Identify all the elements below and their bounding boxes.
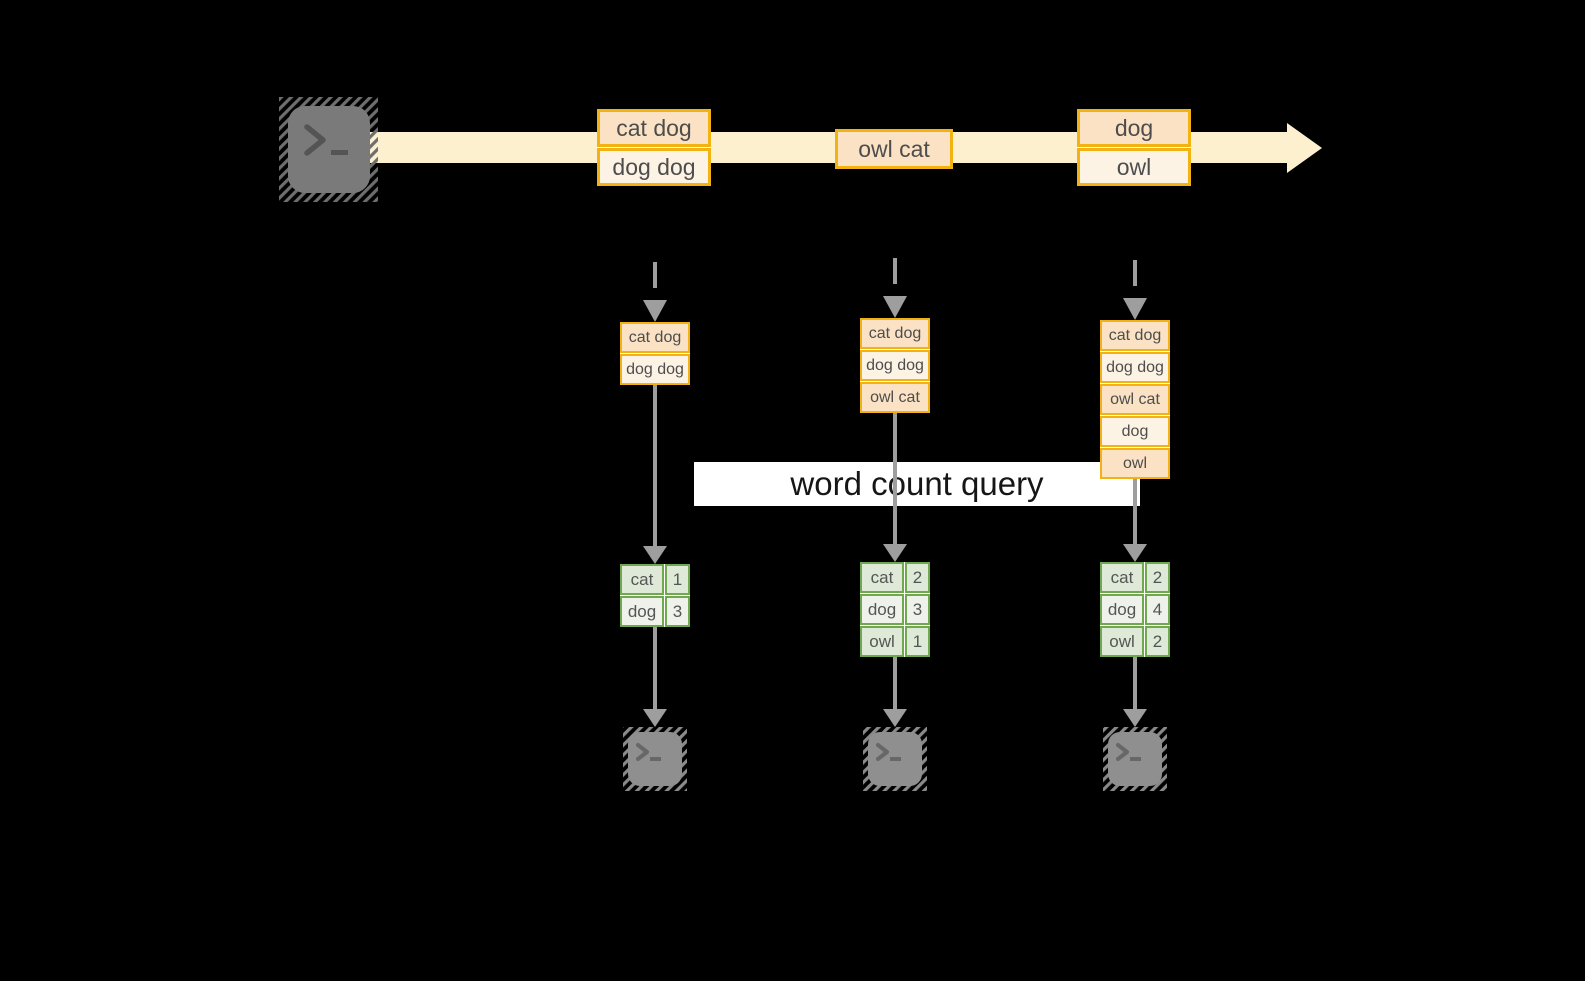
batch-line: dog dog (597, 148, 711, 186)
table-cell-count: 4 (1145, 594, 1170, 625)
query-arrow-1 (643, 385, 667, 564)
micro-batch-arrow-1 (643, 262, 667, 322)
batch-box-2: owl cat (835, 129, 953, 169)
query-label: word count query (694, 462, 1140, 506)
result-arrow-3 (1123, 657, 1147, 727)
table-cell-word: owl (860, 626, 904, 657)
query-arrow-3 (1123, 479, 1147, 562)
stack-line: dog dog (1100, 352, 1170, 383)
table-cell-word: cat (620, 564, 664, 595)
batch-line: owl (1077, 148, 1191, 186)
table-cell-count: 3 (665, 596, 690, 627)
word-count-table-3: cat 2 dog 4 owl 2 (1100, 562, 1170, 657)
query-arrow-2 (883, 413, 907, 562)
table-cell-count: 3 (905, 594, 930, 625)
batch-box-1: cat dog dog dog (597, 109, 711, 186)
table-cell-count: 2 (1145, 562, 1170, 593)
batch-line: cat dog (597, 109, 711, 147)
batch-line: dog (1077, 109, 1191, 147)
table-cell-word: cat (1100, 562, 1144, 593)
table-cell-word: dog (860, 594, 904, 625)
stack-line: dog (1100, 416, 1170, 447)
stack-line: dog dog (620, 354, 690, 385)
sink-terminal-icon-2 (863, 727, 927, 791)
result-arrow-1 (643, 627, 667, 727)
batch-line: owl cat (835, 129, 953, 169)
input-stack-3: cat dog dog dog owl cat dog owl (1100, 320, 1170, 479)
input-stack-2: cat dog dog dog owl cat (860, 318, 930, 413)
stack-line: cat dog (1100, 320, 1170, 351)
table-cell-count: 2 (1145, 626, 1170, 657)
stack-line: owl (1100, 448, 1170, 479)
stack-line: owl cat (860, 382, 930, 413)
micro-batch-arrow-3 (1123, 260, 1147, 320)
stack-line: cat dog (860, 318, 930, 349)
table-cell-count: 1 (665, 564, 690, 595)
sink-terminal-icon-1 (623, 727, 687, 791)
batch-box-3: dog owl (1077, 109, 1191, 186)
stack-line: cat dog (620, 322, 690, 353)
micro-batch-arrow-2 (883, 258, 907, 318)
sink-terminal-icon-3 (1103, 727, 1167, 791)
table-cell-word: cat (860, 562, 904, 593)
terminal-icon (279, 97, 378, 202)
table-cell-word: dog (620, 596, 664, 627)
word-count-table-1: cat 1 dog 3 (620, 564, 690, 627)
word-count-table-2: cat 2 dog 3 owl 1 (860, 562, 930, 657)
stack-line: dog dog (860, 350, 930, 381)
table-cell-count: 2 (905, 562, 930, 593)
result-arrow-2 (883, 657, 907, 727)
table-cell-word: dog (1100, 594, 1144, 625)
stack-line: owl cat (1100, 384, 1170, 415)
table-cell-word: owl (1100, 626, 1144, 657)
input-stack-1: cat dog dog dog (620, 322, 690, 385)
table-cell-count: 1 (905, 626, 930, 657)
